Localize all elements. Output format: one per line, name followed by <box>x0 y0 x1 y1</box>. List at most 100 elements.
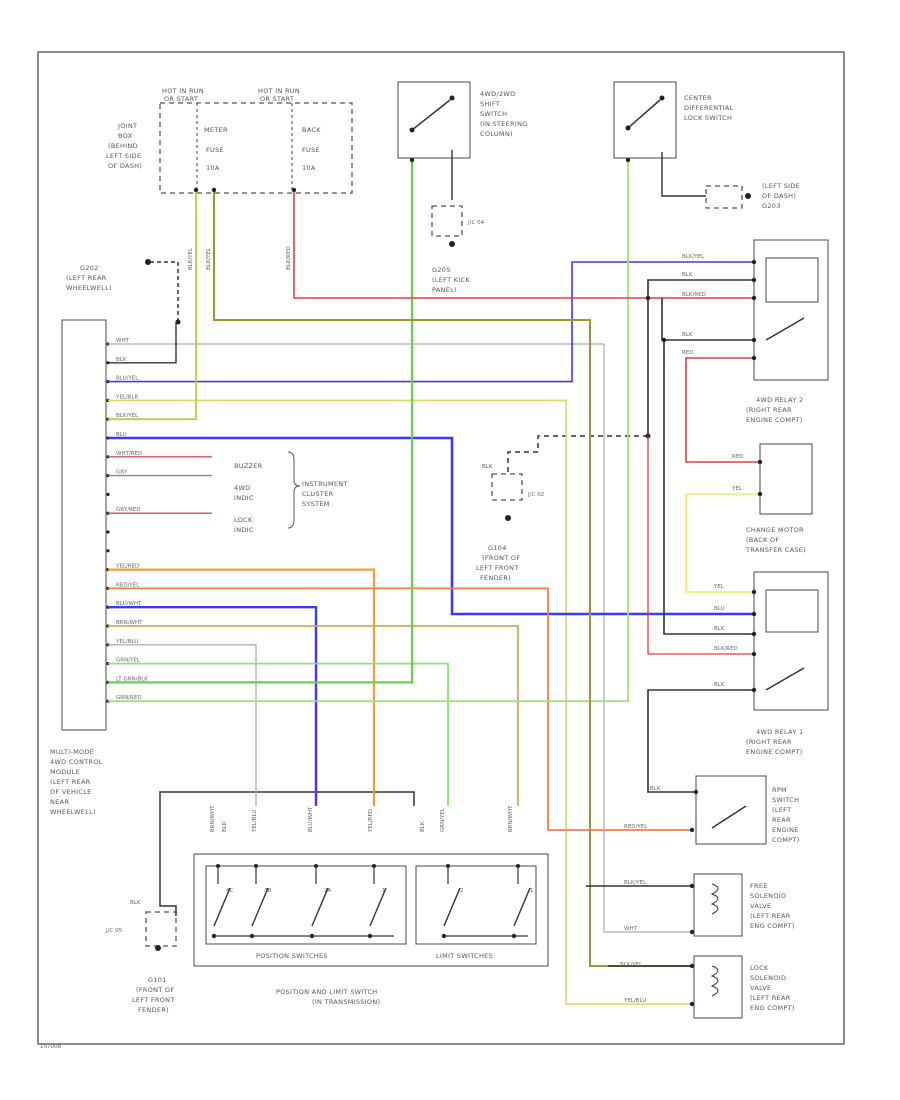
buzzer-label: BUZZER <box>234 462 263 470</box>
switch-number: 3B <box>264 888 271 894</box>
module-pin-label: YEL/BLU <box>115 639 138 645</box>
switch-wire-label: GRN/YEL <box>440 807 446 832</box>
switch-number: 1 <box>530 888 534 894</box>
module-pin-label: LT GRN/BLK <box>116 676 148 682</box>
back-fuse-label: BACK <box>302 126 321 134</box>
switch-wire-label: BLU/WHT <box>308 806 314 832</box>
wire <box>108 322 177 364</box>
switch-number: 2 <box>460 888 464 894</box>
fuse-wire-label: BLK/YEL <box>206 247 212 270</box>
wire-label: YEL/BLU <box>623 998 646 1004</box>
switch-wire-label: BLK <box>222 821 228 832</box>
wire-label: YEL <box>713 584 725 590</box>
hot-in-run-2-a: HOT IN RUN <box>258 87 300 95</box>
wire <box>685 357 760 463</box>
switch-number: 2A <box>324 888 331 894</box>
4wd-shift-switch-label: 4WD/2WD SHIFT SWITCH (IN STEERING COLUMN… <box>480 90 530 138</box>
module-pin-label: BLU/WHT <box>116 601 142 607</box>
jc-02: J/C 02 <box>527 492 544 498</box>
module-pin-label: BLK/YEL <box>116 413 139 419</box>
position-limit-switch-box <box>193 853 549 967</box>
4wd-relay-1-box <box>753 571 829 711</box>
fuse-wire-label: BLK/RED <box>286 246 292 270</box>
wire-label: RED <box>732 454 744 460</box>
position-switches-label: POSITION SWITCHES <box>256 952 328 960</box>
module-pin-label: GRY <box>116 470 128 476</box>
center-diff-switch-box <box>613 81 677 159</box>
g104-blk: BLK <box>482 464 493 470</box>
4wd-control-module-box <box>61 319 107 731</box>
wire-label: BLK/YEL <box>624 880 647 886</box>
wire <box>108 436 754 616</box>
switch-number: 1 <box>382 888 386 894</box>
module-pin-label: WHT/RED <box>116 451 142 457</box>
module-pin-label: YEL/RED <box>115 564 139 570</box>
lock-solenoid-box <box>693 955 743 1019</box>
wire <box>647 689 754 793</box>
change-motor-box <box>759 443 813 515</box>
limit-switches-label: LIMIT SWITCHES <box>436 952 493 960</box>
meter-fuse-label: METER <box>204 126 228 134</box>
switch-wire-label: BRN/WHT <box>210 805 216 832</box>
wire <box>108 160 629 703</box>
module-pin-labels: WHTBLKBLU/YELYEL/BLKBLK/YELBLUWHT/REDGRY… <box>106 338 148 703</box>
rpm-switch-box <box>695 775 767 845</box>
fuse-box-dashed <box>159 102 353 194</box>
switch-number: 4C <box>226 888 233 894</box>
module-pin-label: YEL/BLK <box>115 394 139 400</box>
wire <box>108 261 754 383</box>
g202-label: G202 (LEFT REAR WHEELWELL) <box>66 264 112 292</box>
back-fuse-label-2: FUSE <box>302 146 320 154</box>
wire <box>108 568 376 806</box>
wire <box>647 279 754 436</box>
switch-wire-label: BRN/WHT <box>508 805 514 832</box>
diagram-frame <box>37 51 845 1045</box>
wire-label: BLK/RED <box>714 646 738 652</box>
hot-in-run-2-b: OR START <box>260 95 294 103</box>
lock-solenoid-label: LOCK SOLENOID VALVE (LEFT REAR ENG COMPT… <box>750 964 795 1012</box>
switch-wire-label: YEL/BLU <box>252 810 258 833</box>
wire-label: BLK/RED <box>682 292 706 298</box>
wire <box>663 340 754 635</box>
module-pin-label: RED/YEL <box>116 582 140 588</box>
wire <box>293 190 754 299</box>
jc-04: J/C 04 <box>467 220 485 226</box>
joint-box-label: JOINT BOX (BEHIND LEFT SIDE OF DASH) <box>106 122 144 170</box>
g101-blk: BLK <box>130 900 141 906</box>
hot-in-run-1-b: OR START <box>164 95 198 103</box>
4wd-relay-1-label: 4WD RELAY 1 (RIGHT REAR ENGINE COMPT) <box>746 728 806 756</box>
module-pin-label: GRN/YEL <box>116 658 141 664</box>
wire <box>108 190 197 421</box>
lock-indic-label: LOCK INDIC <box>234 516 255 534</box>
wire-label: BLK/YEL <box>620 962 643 968</box>
module-pin-label: BRN/WHT <box>116 620 143 626</box>
wire-label: WHT <box>624 926 638 932</box>
wire-label: BLK <box>714 626 725 632</box>
module-label: MULTI-MODE 4WD CONTROL MODULE (LEFT REAR… <box>50 748 105 816</box>
rpm-switch-label: RPM SWITCH (LEFT REAR ENGINE COMPT) <box>772 786 802 844</box>
fuse-wire-label: BLK/YEL <box>188 247 194 270</box>
wire-label: BLU <box>714 606 725 612</box>
wire-labels: BLK/YEL BLK BLK/RED BLK RED YEL BLU BLK BLK/RED B… <box>188 246 744 1004</box>
center-diff-label: CENTER DIFFERENTIAL LOCK SWITCH <box>684 94 736 122</box>
module-pin-label: BLU <box>116 432 127 438</box>
wire <box>108 587 692 831</box>
wire <box>108 160 414 684</box>
wire-label: RED/YEL <box>624 824 648 830</box>
g205-label: G205 (LEFT KICK PANEL) <box>432 266 472 294</box>
4wd-relay-2-box <box>753 239 829 381</box>
module-pin-label: WHT <box>116 338 130 344</box>
g101-label: G101 (FRONT OF LEFT FRONT FENDER) <box>132 976 177 1014</box>
wire <box>108 644 257 806</box>
wire <box>108 625 519 806</box>
back-fuse-rating: 10A <box>302 164 316 172</box>
position-limit-label: POSITION AND LIMIT SWITCH (IN TRANSMISSI… <box>276 988 380 1006</box>
footer-code: 107008 <box>40 1044 61 1050</box>
wire <box>108 606 318 806</box>
wire-label: RED <box>682 350 694 356</box>
free-solenoid-box <box>693 873 743 937</box>
4wd-shift-switch-box <box>397 81 471 159</box>
instrument-cluster-label: INSTRUMENT CLUSTER SYSTEM <box>302 480 350 508</box>
